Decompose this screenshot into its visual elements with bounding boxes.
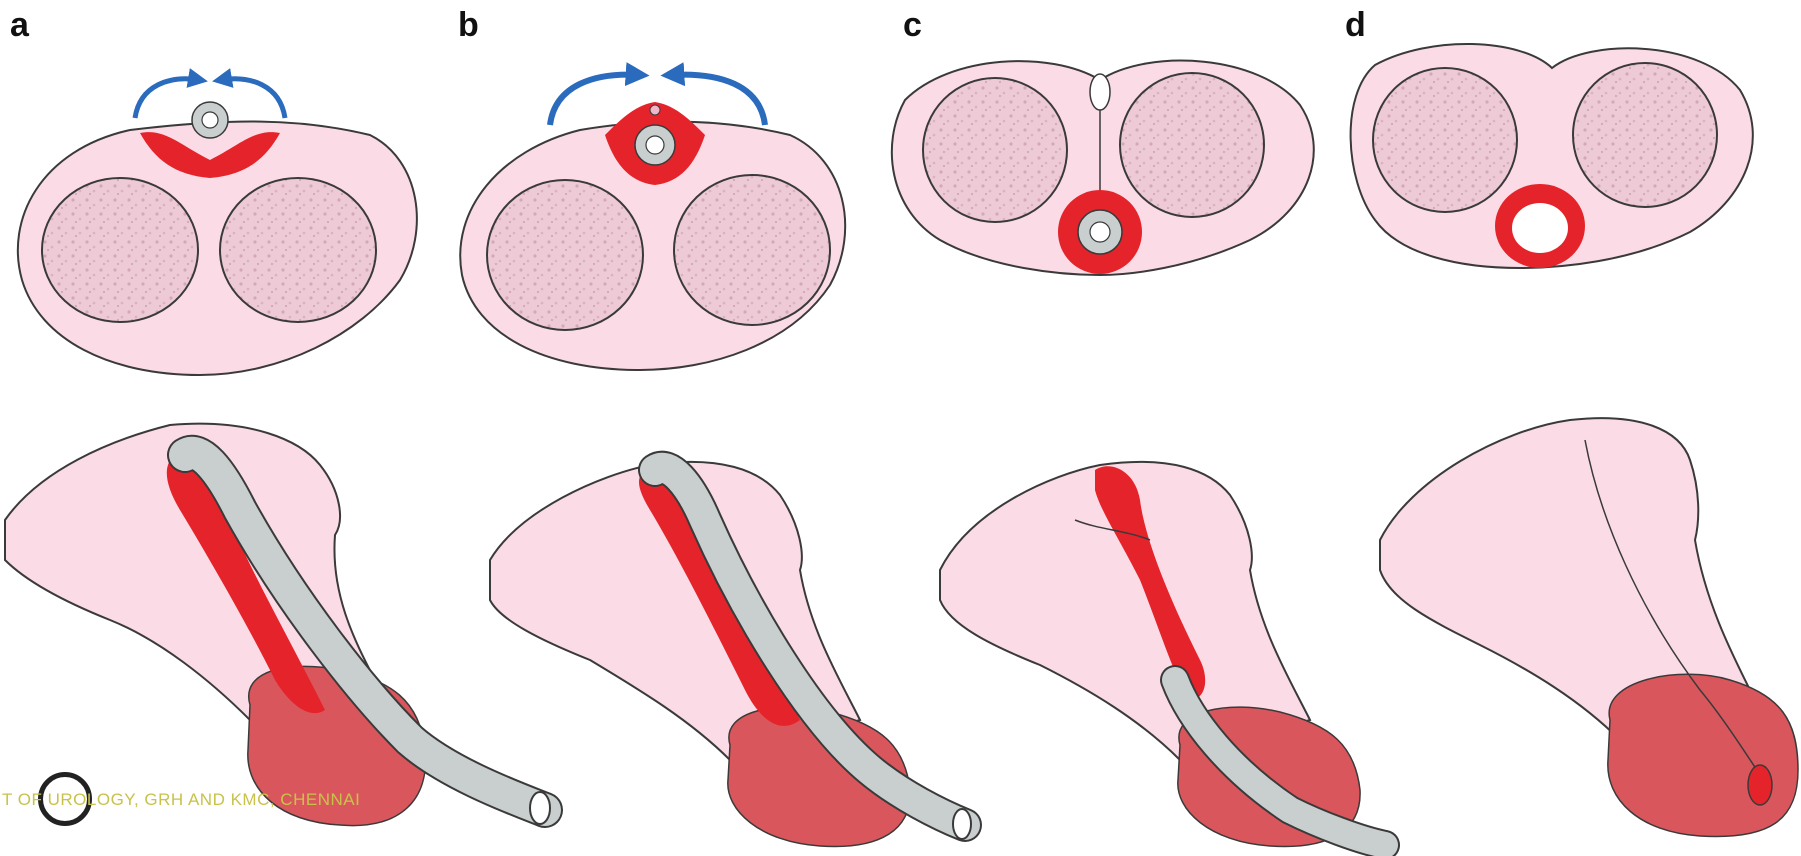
panel-b-longitudinal-view bbox=[490, 462, 971, 847]
panel-a-longitudinal-view bbox=[5, 424, 550, 826]
panel-d-cross-section bbox=[1351, 44, 1753, 268]
panel-label-b: b bbox=[458, 6, 479, 45]
panel-d-longitudinal-view bbox=[1380, 418, 1798, 836]
panel-b-cross-section bbox=[460, 75, 845, 370]
panel-c-cross-section bbox=[892, 61, 1314, 275]
panel-c-longitudinal-view bbox=[940, 462, 1385, 847]
panel-label-c: c bbox=[903, 6, 922, 45]
panel-a-cross-section bbox=[18, 79, 417, 375]
watermark-text: T OF UROLOGY, GRH AND KMC, CHENNAI bbox=[2, 790, 360, 810]
panel-label-d: d bbox=[1345, 6, 1366, 45]
panel-label-a: a bbox=[10, 6, 29, 45]
